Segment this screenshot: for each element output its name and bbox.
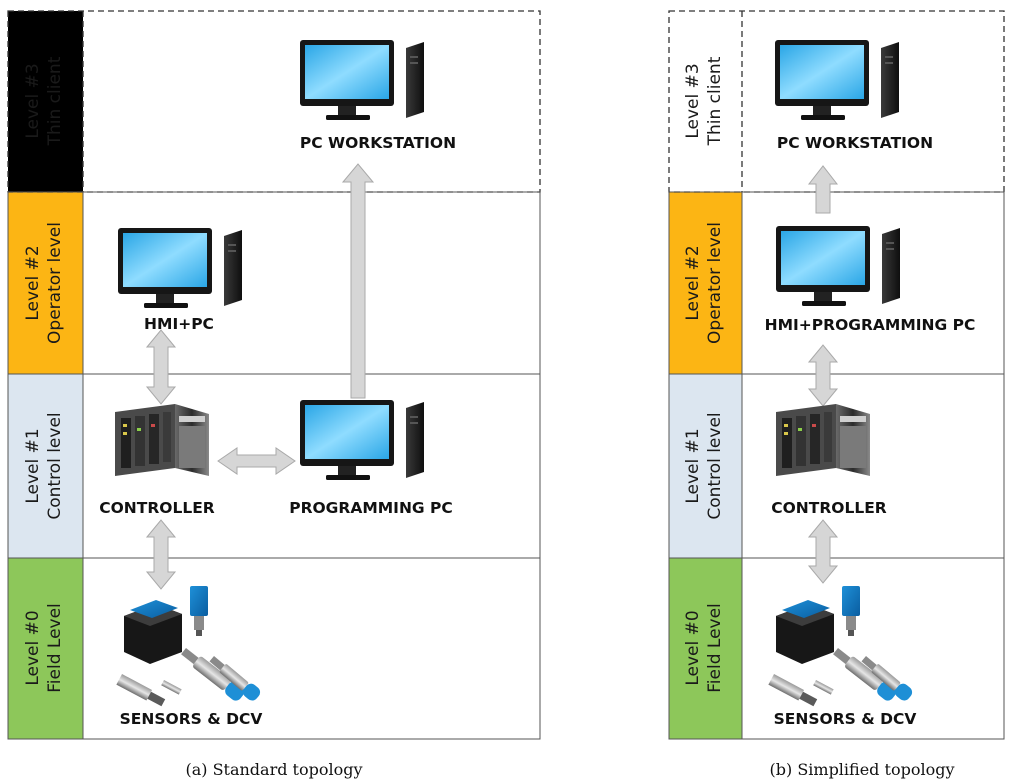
level3-sublabel: Thin client	[45, 56, 65, 146]
level1-sublabel: Control level	[45, 412, 65, 519]
controller-label: CONTROLLER	[99, 499, 215, 517]
level1-label: Level #1	[683, 428, 703, 503]
sensors-icon	[116, 586, 263, 709]
level2-band	[8, 192, 83, 374]
sensors-label: SENSORS & DCV	[774, 710, 917, 728]
programming-pc-computer-icon	[300, 400, 424, 480]
hmi-computer-icon	[118, 228, 242, 308]
arrow-controller-sensors	[145, 519, 177, 590]
caption-simplified: (b) Simplified topology	[770, 760, 955, 779]
level3-band	[8, 11, 83, 192]
controller-label: CONTROLLER	[771, 499, 887, 517]
level1-band	[8, 374, 83, 558]
level0-band	[669, 558, 742, 739]
level1-label: Level #1	[23, 428, 43, 503]
panel-standard: Level #3 Thin client Level #2 Operator l…	[7, 10, 541, 779]
programming-pc-label: PROGRAMMING PC	[289, 499, 453, 517]
level1-sublabel: Control level	[705, 412, 725, 519]
level0-label: Level #0	[683, 610, 703, 685]
level3-sublabel: Thin client	[705, 56, 725, 146]
controller-plc-icon	[115, 404, 209, 476]
level3-band	[669, 11, 742, 192]
level3-frame	[7, 10, 541, 193]
sensors-label: SENSORS & DCV	[120, 710, 263, 728]
level2-label: Level #2	[683, 245, 703, 320]
level1-band	[669, 374, 742, 558]
panel-simplified: Level #3 Thin client Level #2 Operator l…	[668, 10, 1005, 779]
level2-sublabel: Operator level	[45, 222, 65, 344]
hmi-programming-label: HMI+PROGRAMMING PC	[765, 316, 976, 334]
level0-label: Level #0	[23, 610, 43, 685]
level0-band	[8, 558, 83, 739]
level2-band	[669, 192, 742, 374]
arrow-controller-sensors	[807, 519, 839, 584]
hmi-label: HMI+PC	[144, 315, 214, 333]
controller-plc-icon	[776, 404, 870, 476]
arrow-programming-to-workstation	[341, 163, 375, 399]
level3-label: Level #3	[23, 63, 43, 138]
level3-label: Level #3	[683, 63, 703, 138]
pc-workstation-label: PC WORKSTATION	[300, 134, 456, 152]
hmi-programming-computer-icon	[776, 226, 900, 306]
sensors-icon	[768, 586, 915, 709]
level2-sublabel: Operator level	[705, 222, 725, 344]
arrow-controller-programming	[217, 447, 296, 475]
level0-sublabel: Field Level	[45, 603, 65, 693]
pc-workstation-label: PC WORKSTATION	[777, 134, 933, 152]
arrow-hmi-controller	[145, 329, 177, 405]
pc-workstation-computer-icon	[775, 40, 899, 120]
level2-label: Level #2	[23, 245, 43, 320]
arrow-hmi-to-workstation	[807, 165, 839, 214]
level0-sublabel: Field Level	[705, 603, 725, 693]
caption-standard: (a) Standard topology	[185, 760, 362, 779]
arrow-hmi-controller	[807, 344, 839, 407]
pc-workstation-computer-icon	[300, 40, 424, 120]
